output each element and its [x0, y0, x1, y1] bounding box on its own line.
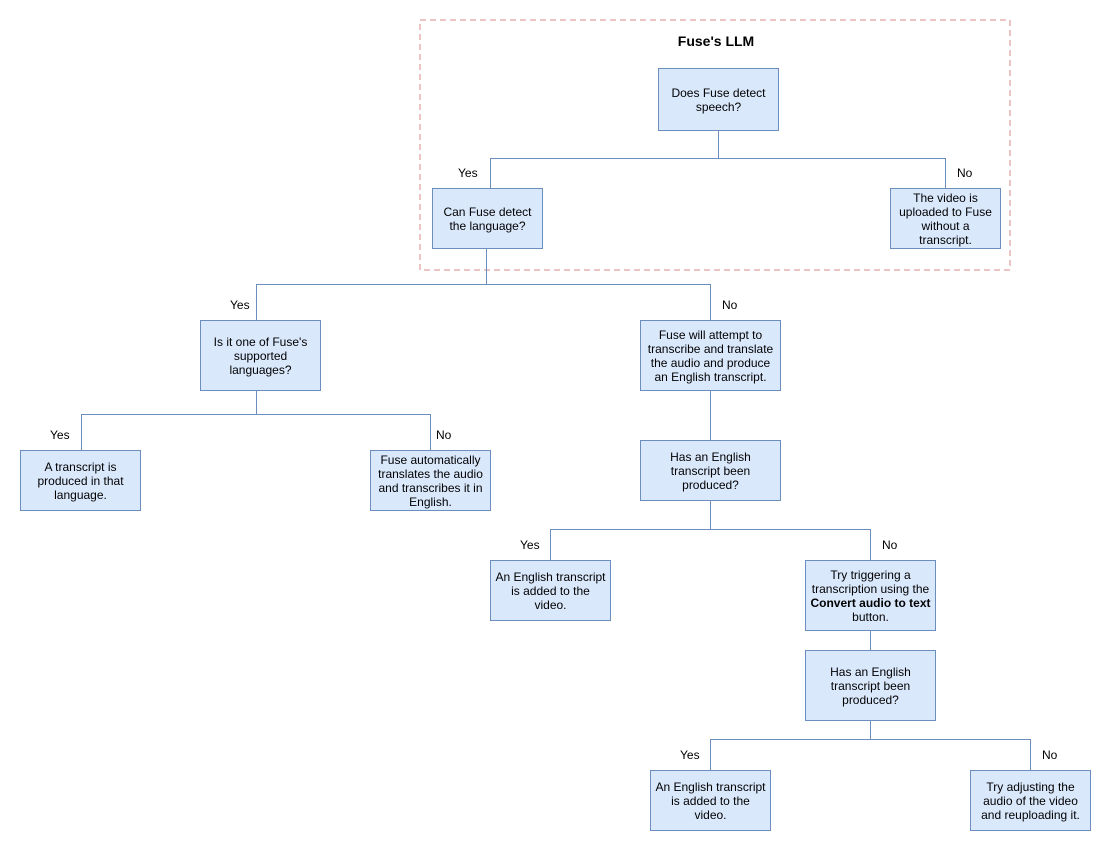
edge-label-english1-no: No: [882, 538, 898, 552]
edge-label-supported-no: No: [436, 428, 452, 442]
edge-label-english2-yes: Yes: [680, 748, 700, 762]
node-english-added-2: An English transcript is added to the vi…: [650, 770, 771, 831]
node-detect-language: Can Fuse detect the language?: [432, 188, 543, 249]
node-try-adjusting: Try adjusting the audio of the video and…: [970, 770, 1091, 831]
connector-english2-no: [870, 739, 1031, 770]
connector-english2-yes: [710, 720, 871, 770]
edge-label-english1-yes: Yes: [520, 538, 540, 552]
llm-group-title: Fuse's LLM: [677, 33, 755, 49]
node-supported-languages: Is it one of Fuse's supported languages?: [200, 320, 321, 391]
edge-label-language-no: No: [722, 298, 738, 312]
node-auto-translate: Fuse automatically translates the audio …: [370, 450, 491, 511]
connector-speech-no: [718, 158, 946, 188]
edge-label-language-yes: Yes: [230, 298, 250, 312]
node-attempt-transcribe: Fuse will attempt to transcribe and tran…: [640, 320, 781, 391]
edge-label-speech-no: No: [957, 166, 973, 180]
node-english-produced-1: Has an English transcript been produced?: [640, 440, 781, 501]
connector-language-yes: [256, 248, 487, 320]
connector-english1-no: [710, 529, 871, 560]
connector-speech-yes: [490, 130, 719, 188]
convert-audio-button-reference: Convert audio to text: [810, 595, 931, 610]
node-produced-in-language: A transcript is produced in that languag…: [20, 450, 141, 511]
node-no-transcript: The video is uploaded to Fuse without a …: [890, 188, 1001, 249]
node-english-produced-2: Has an English transcript been produced?: [805, 650, 936, 721]
node-english-added-1: An English transcript is added to the vi…: [490, 560, 611, 621]
edge-label-supported-yes: Yes: [50, 428, 70, 442]
node-detect-speech: Does Fuse detect speech?: [658, 68, 779, 131]
edge-label-english2-no: No: [1042, 748, 1058, 762]
connector-supported-no: [256, 414, 431, 450]
connector-english1-yes: [550, 500, 711, 560]
try-trigger-text: Try triggering a transcription using the…: [810, 567, 931, 624]
connector-language-no: [486, 284, 711, 320]
node-try-trigger: Try triggering a transcription using the…: [805, 560, 936, 631]
connector-supported-yes: [81, 390, 257, 450]
llm-group-border: [419, 19, 1011, 271]
edge-label-speech-yes: Yes: [458, 166, 478, 180]
